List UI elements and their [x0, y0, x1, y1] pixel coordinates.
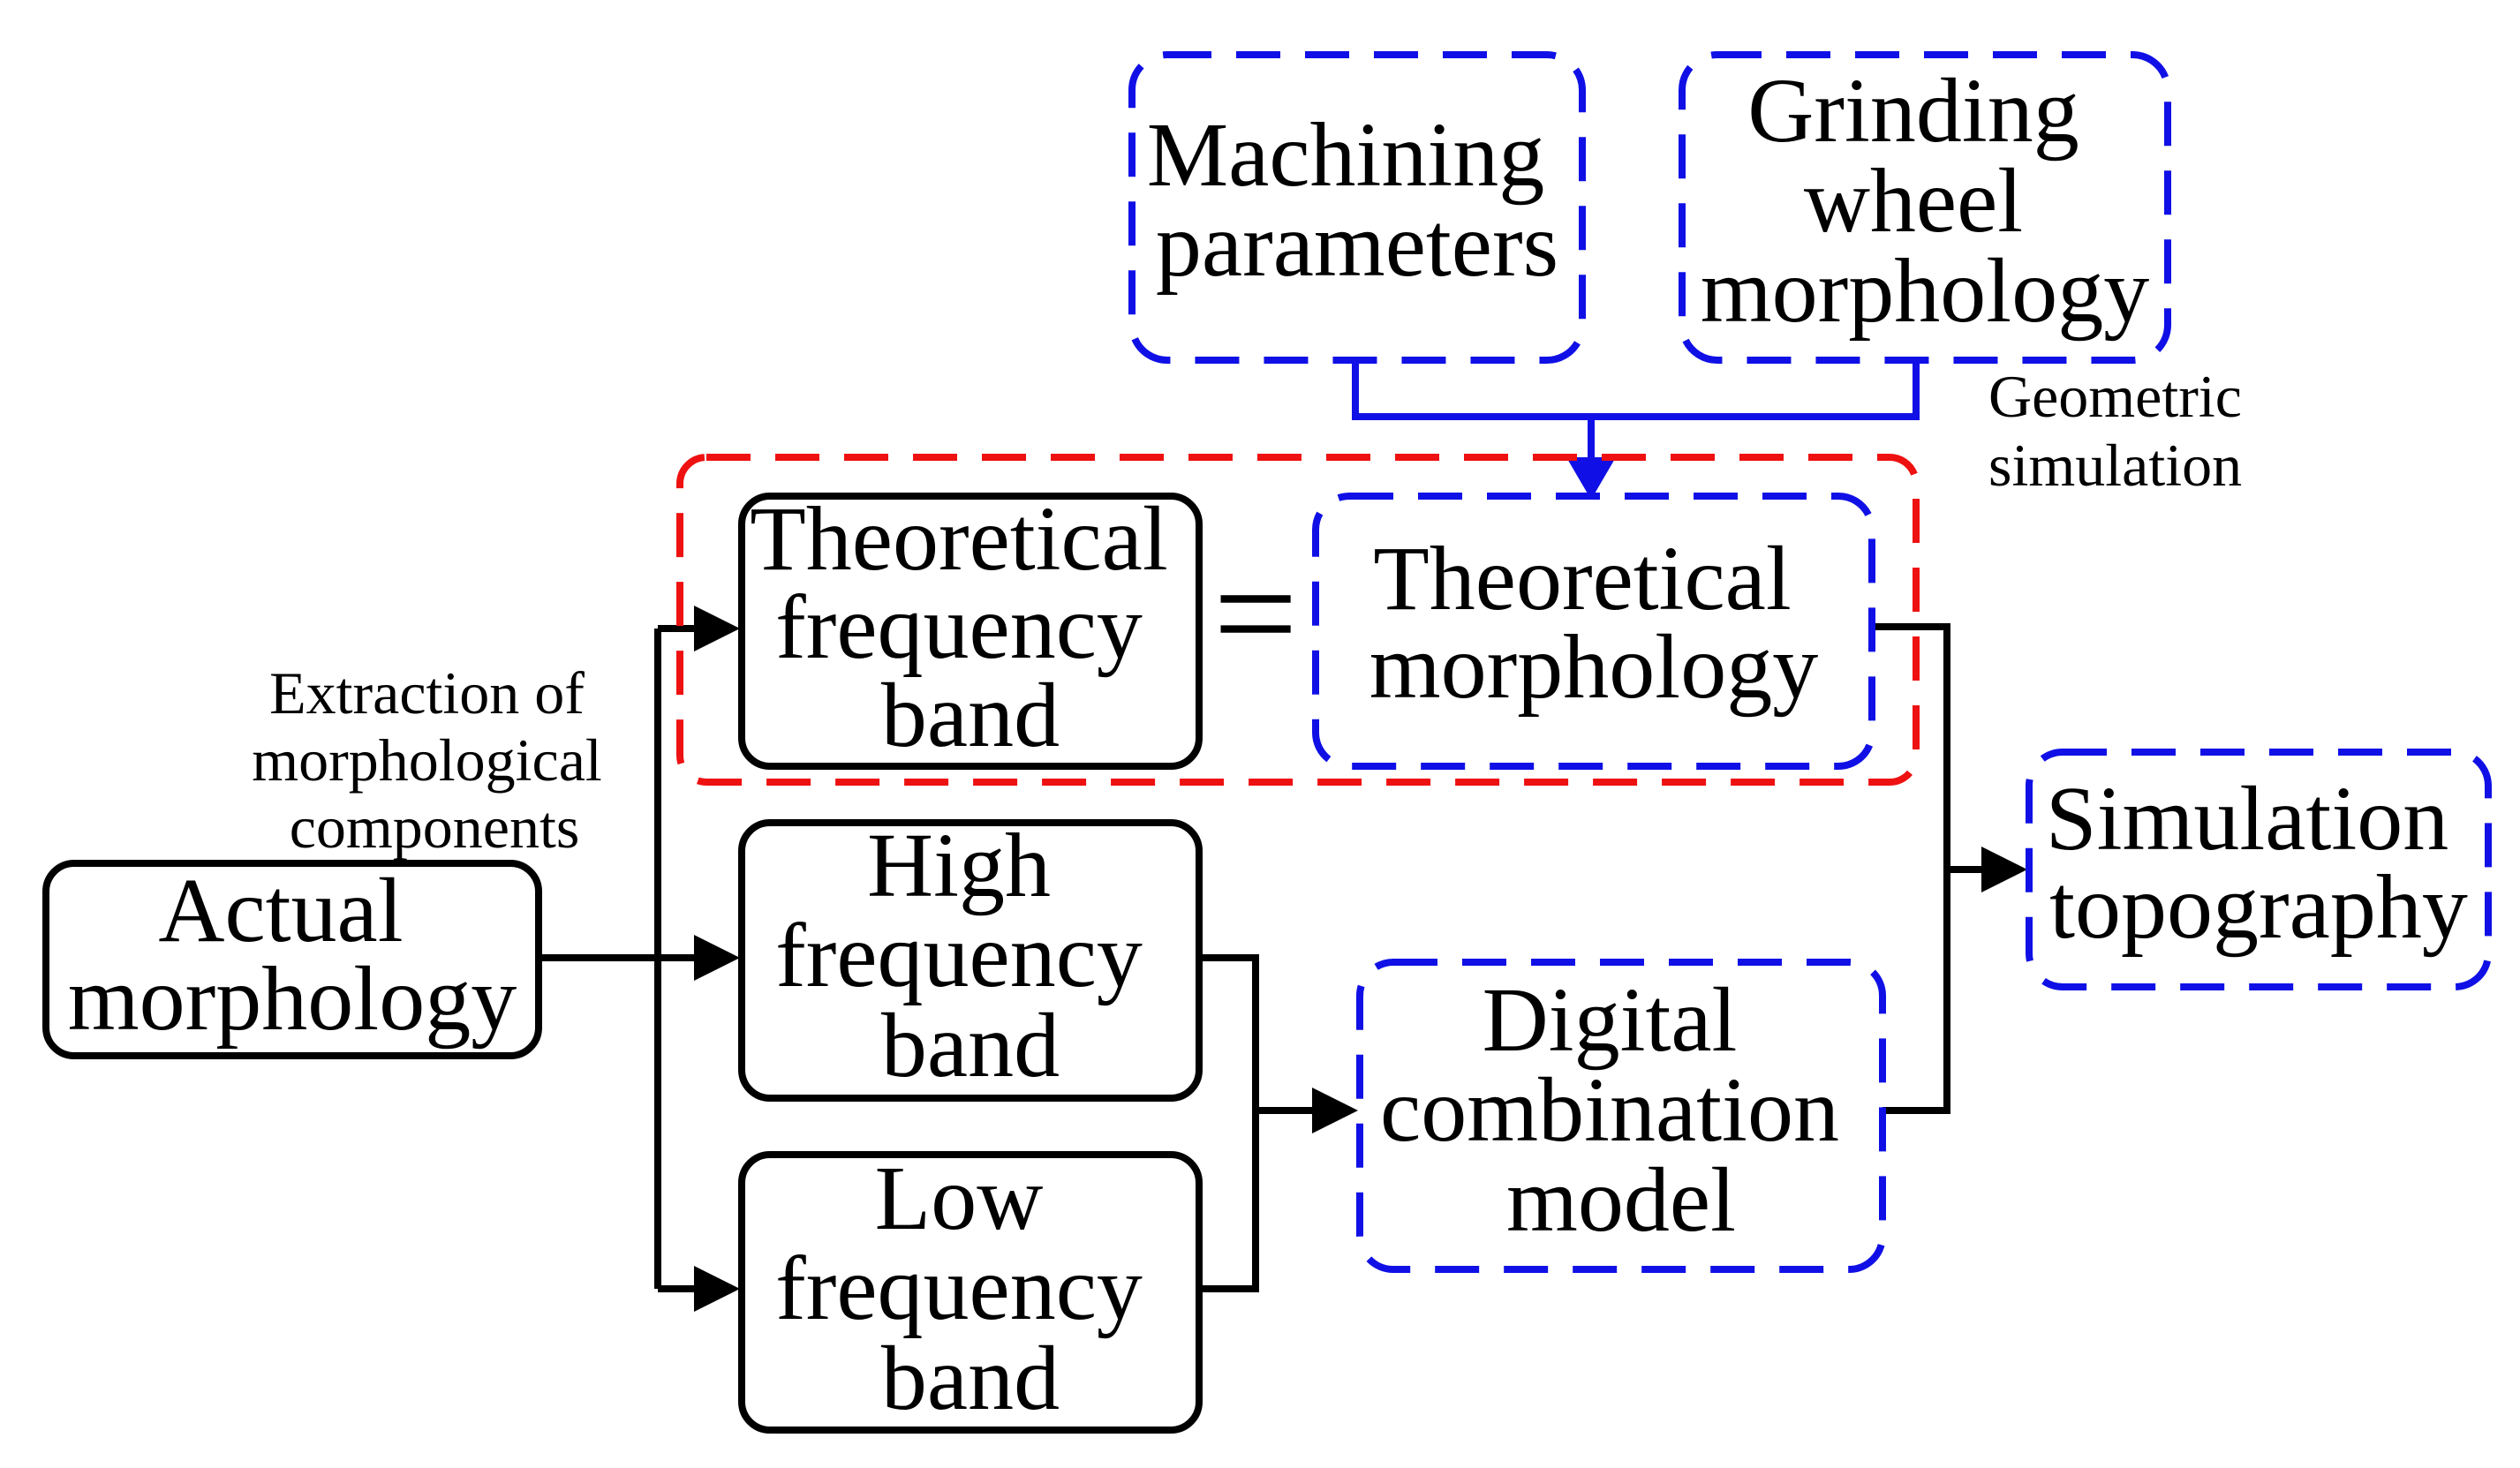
arrowhead-digital-combination-model: [1312, 1088, 1358, 1133]
geometric-simulation-line-2: simulation: [1988, 432, 2242, 499]
actual-morphology-label: Actual morphology: [68, 860, 517, 1050]
high-frequency-band-line-1: High: [867, 815, 1051, 916]
machining-parameters-connector: [1352, 360, 1920, 420]
arrowhead-low-frequency-band: [694, 1266, 740, 1312]
arrowhead-high-frequency-band: [694, 935, 740, 981]
theoretical-morphology-line-2: morphology: [1369, 616, 1818, 718]
digital-combination-model-label: Digital combination model: [1380, 969, 1862, 1251]
grinding-wheel-morphology-line-1: Grinding: [1747, 60, 2079, 162]
simulation-topography-box: [2026, 749, 2492, 990]
machining-parameters-box: [1128, 51, 1586, 364]
high-frequency-band-line-3: band: [881, 995, 1060, 1096]
grinding-wheel-morphology-label: Grinding wheel morphology: [1701, 60, 2149, 342]
equivalence-group-frame: [676, 454, 1920, 786]
low-frequency-band-line-1: Low: [875, 1148, 1044, 1249]
actual-morphology-line-2: morphology: [68, 948, 517, 1050]
geometric-simulation-arrowhead: [1566, 457, 1616, 500]
equals-sign: =: [1213, 531, 1298, 696]
arrowhead-simulation-topography: [1981, 847, 2027, 892]
theoretical-frequency-band-box: [738, 493, 1203, 770]
actual-morphology-line-1: Actual: [158, 860, 403, 961]
theoretical-frequency-band-label: Theoretical frequency band: [750, 488, 1190, 766]
digital-combination-model-line-1: Digital: [1483, 969, 1738, 1071]
low-frequency-band-label: Low frequency band: [775, 1148, 1166, 1429]
machining-parameters-line-2: parameters: [1156, 194, 1558, 296]
grinding-wheel-morphology-line-2: wheel: [1804, 150, 2023, 252]
simulation-topography-line-2: topography: [2049, 856, 2468, 958]
geometric-simulation-line-1: Geometric: [1988, 363, 2242, 430]
grinding-wheel-morphology-box: [1679, 51, 2171, 364]
actual-morphology-box: [42, 860, 542, 1059]
theoretical-frequency-band-line-1: Theoretical: [750, 488, 1167, 590]
digital-combination-model-line-2: combination: [1380, 1059, 1839, 1161]
extraction-line-3: components: [290, 794, 580, 861]
digital-combination-model-line-3: model: [1506, 1149, 1736, 1251]
simulation-topography-line-1: Simulation: [2046, 768, 2448, 870]
theoretical-frequency-band-line-3: band: [881, 665, 1060, 766]
output-merge-connector: [1872, 623, 1950, 1114]
theoretical-morphology-line-1: Theoretical: [1373, 528, 1791, 629]
high-low-merge-connector: [1199, 954, 1259, 1292]
machining-parameters-label: Machining parameters: [1147, 104, 1568, 296]
machining-parameters-line-1: Machining: [1147, 104, 1545, 206]
simulation-topography-label: Simulation topography: [2046, 768, 2471, 958]
high-frequency-band-line-2: frequency: [775, 905, 1143, 1006]
grinding-wheel-morphology-line-3: morphology: [1701, 240, 2149, 342]
low-frequency-band-line-2: frequency: [775, 1238, 1143, 1339]
extraction-line-2: morphological: [252, 726, 602, 794]
high-frequency-band-box: [738, 819, 1203, 1102]
arrowhead-theoretical-frequency-band: [694, 606, 740, 651]
extraction-line-1: Extraction of: [269, 659, 585, 726]
low-frequency-band-box: [738, 1151, 1203, 1434]
digital-combination-model-box: [1356, 959, 1886, 1273]
theoretical-morphology-box: [1312, 493, 1875, 770]
geometric-simulation-note: Geometric simulation: [1988, 363, 2257, 499]
low-frequency-band-line-3: band: [881, 1328, 1060, 1429]
high-frequency-band-label: High frequency band: [775, 815, 1166, 1096]
theoretical-morphology-label: Theoretical morphology: [1369, 528, 1818, 718]
extraction-note: Extraction of morphological components: [252, 659, 617, 861]
theoretical-frequency-band-line-2: frequency: [775, 576, 1143, 678]
